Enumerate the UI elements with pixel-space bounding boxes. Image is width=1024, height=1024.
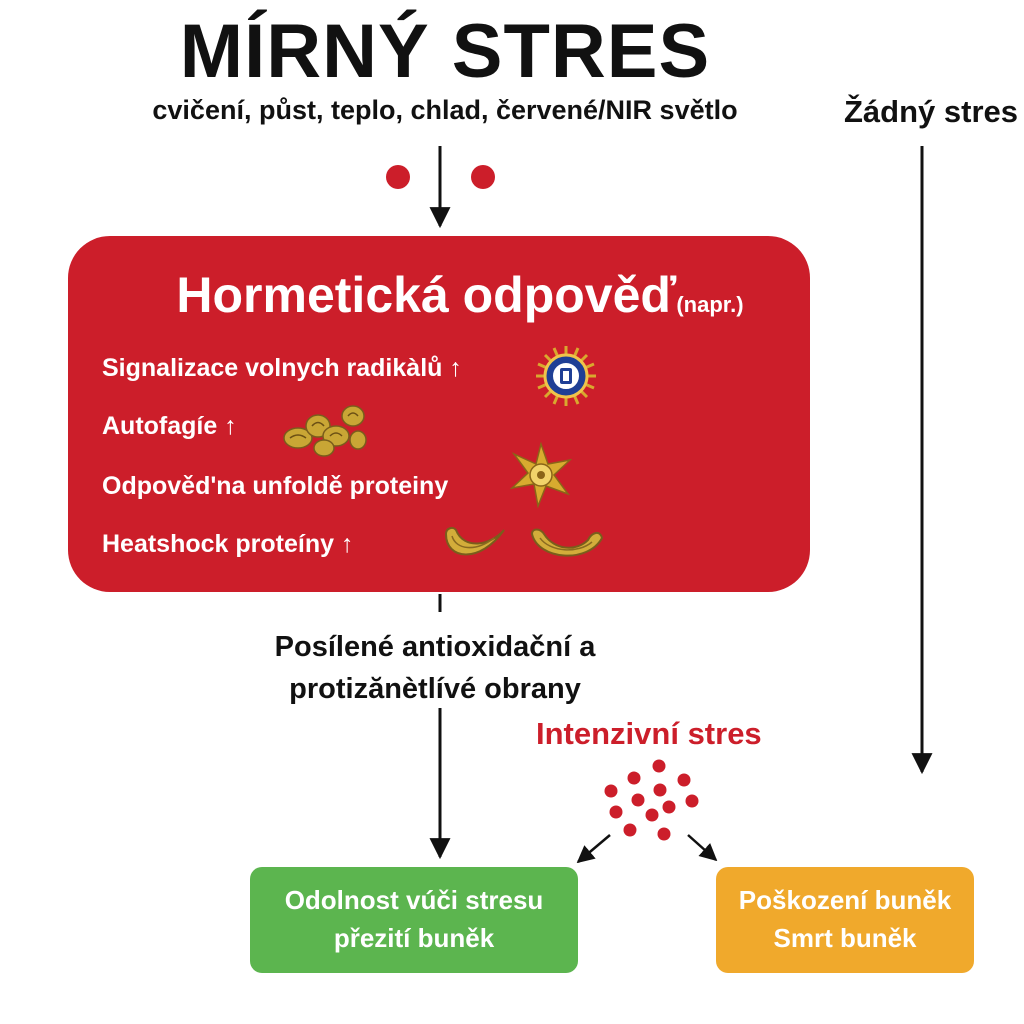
diagram-title: MÍRNÝ STRES bbox=[179, 9, 711, 94]
no-stress-label: Žádný stres bbox=[843, 94, 1018, 129]
resistance-line-2: přezití buněk bbox=[333, 923, 495, 953]
arrow-intense-to-resistance bbox=[576, 834, 611, 864]
radical-signaling-icon bbox=[536, 346, 596, 406]
item-heatshock-proteins: Heatshock proteíny ↑ bbox=[102, 530, 354, 558]
mild-stress-dot bbox=[386, 165, 410, 189]
resistance-line-1: Odolnost vúči stresu bbox=[284, 885, 544, 916]
cell-damage-box: Poškození buněk Smrt buněk bbox=[716, 867, 974, 973]
intense-stress-dots bbox=[604, 759, 699, 841]
arrow-intense-to-damage bbox=[687, 834, 718, 862]
heatshock-protein-icon bbox=[530, 528, 604, 557]
autophagy-icon bbox=[283, 405, 367, 457]
hormetic-response-box: Hormetická odpověď(napr.) Signalizace vo… bbox=[68, 236, 810, 592]
heatshock-protein-icon bbox=[444, 526, 505, 556]
item-unfolded-protein: Odpověd'na unfoldě proteiny bbox=[102, 472, 449, 500]
hormetic-title-note: (napr.) bbox=[676, 292, 744, 317]
defense-line-1: Posílené antioxidační a bbox=[274, 631, 596, 663]
hormetic-response-title: Hormetická odpověď(napr.) bbox=[120, 270, 800, 320]
item-radical-signaling: Signalizace volnych radikàlů ↑ bbox=[102, 354, 462, 382]
stress-resistance-box: Odolnost vúči stresu přezití buněk bbox=[250, 867, 578, 973]
defense-line-2: protizănètlívé obrany bbox=[289, 673, 581, 706]
item-autophagy: Autofagíe ↑ bbox=[102, 412, 237, 440]
intense-stress-label: Intenzivní stres bbox=[536, 716, 762, 751]
damage-line-2: Smrt buněk bbox=[773, 923, 917, 953]
unfolded-protein-icon bbox=[509, 442, 573, 508]
diagram-subtitle: cvičení, půst, teplo, chlad, červené/NIR… bbox=[152, 95, 738, 125]
hormetic-title-text: Hormetická odpověď bbox=[176, 267, 677, 323]
enhanced-defense-text: Posílené antioxidační a protizănètlívé o… bbox=[200, 626, 670, 710]
mild-stress-dot bbox=[471, 165, 495, 189]
damage-line-1: Poškození buněk bbox=[738, 885, 952, 916]
